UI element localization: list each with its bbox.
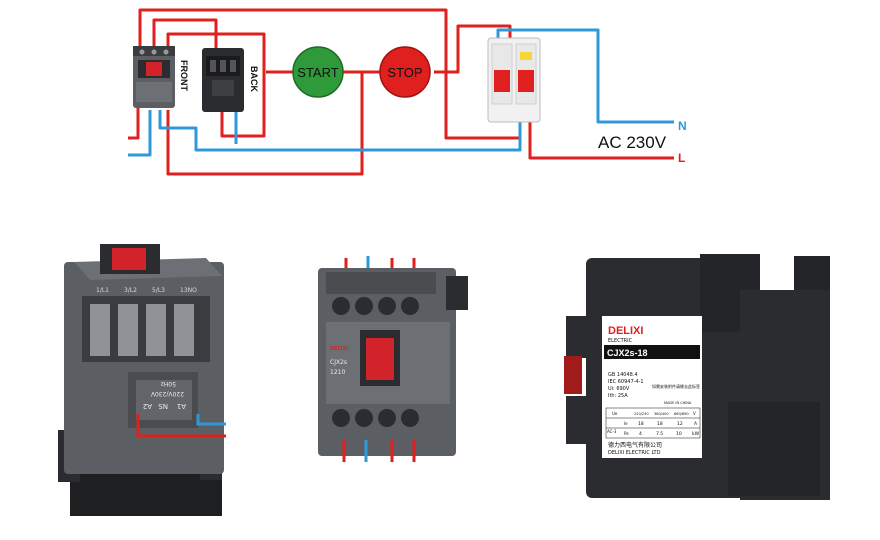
left-terminal-3: 5/L3 xyxy=(152,287,165,294)
table-header-ue: Ue xyxy=(612,411,618,416)
product-label xyxy=(602,316,702,458)
right-standard-1: GB 14048.4 xyxy=(608,372,638,378)
table-header-400: 380/400 xyxy=(654,412,669,416)
table-pe-400: 7.5 xyxy=(656,431,663,437)
left-coil-a2: A2 xyxy=(143,402,152,410)
left-coil-voltage: 220V/230V xyxy=(150,390,184,397)
table-ie-ac3: AC-3 xyxy=(607,429,617,434)
neutral-label: N xyxy=(678,119,687,133)
supply-label: AC 230V xyxy=(598,133,667,152)
right-brand: DELIXI xyxy=(608,325,643,337)
left-coil-frequency: 50Hz xyxy=(161,380,176,387)
table-pe-unit: kW xyxy=(692,431,700,437)
back-label: BACK xyxy=(249,66,259,92)
live-label: L xyxy=(678,151,685,165)
table-header-230: 220/230 xyxy=(634,412,649,416)
right-standard-2: IEC 60947-4-1 xyxy=(608,379,644,385)
right-made-in: MADE IN CHINA xyxy=(664,401,692,405)
right-ith: Ith: 25A xyxy=(608,393,628,399)
left-coil-ns: NS xyxy=(158,402,168,410)
right-maker-cn: 德力西电气有限公司 xyxy=(608,441,662,449)
table-pe-230: 4 xyxy=(639,431,642,437)
left-terminal-4: 13NO xyxy=(180,287,197,294)
right-maker-en: DELIXI ELECTRIC LTD xyxy=(608,450,661,456)
table-header-v: V xyxy=(693,411,696,416)
middle-rating: 1210 xyxy=(330,369,345,376)
table-ie-unit: A xyxy=(694,421,698,427)
table-header-690: 660/690 xyxy=(674,412,689,416)
stop-button-label: STOP xyxy=(387,65,422,80)
rating-table: Ue 220/230 380/400 660/690 V AC-3 Ie 18 … xyxy=(605,407,701,439)
stop-button: STOP xyxy=(379,46,431,98)
contactor-front xyxy=(133,46,175,108)
contactor-photo-middle: DELIXI CJX2s 1210 xyxy=(318,256,468,462)
middle-brand: DELIXI xyxy=(330,346,348,352)
right-model: CJX2s-18 xyxy=(607,348,648,358)
right-note: 如需安装附件请撕去此标签 xyxy=(652,383,700,389)
table-pe-690: 10 xyxy=(676,431,682,437)
contactor-back xyxy=(202,48,244,112)
table-ie-230: 18 xyxy=(638,421,644,427)
contactor-photo-left: 1/L1 3/L2 5/L3 13NO A1 NS A2 220V/230V 5… xyxy=(58,244,226,516)
contactor-photo-right: DELIXI ELECTRIC CJX2s-18 GB 14048.4 IEC … xyxy=(564,254,830,500)
left-terminal-1: 1/L1 xyxy=(96,287,109,294)
left-terminal-2: 3/L2 xyxy=(124,287,137,294)
middle-model: CJX2s xyxy=(330,359,347,366)
front-label: FRONT xyxy=(179,60,189,91)
circuit-breaker xyxy=(487,37,541,123)
start-button-label: START xyxy=(297,65,338,80)
right-ui: Ui: 690V xyxy=(608,386,630,392)
table-ie-690: 12 xyxy=(677,421,683,427)
right-brand-sub: ELECTRIC xyxy=(608,338,633,344)
table-ie-label: Ie xyxy=(624,421,628,426)
start-button: START xyxy=(292,46,344,98)
left-coil-a1: A1 xyxy=(177,402,186,410)
table-ie-400: 18 xyxy=(657,421,663,427)
table-pe-label: Pe xyxy=(624,431,629,436)
